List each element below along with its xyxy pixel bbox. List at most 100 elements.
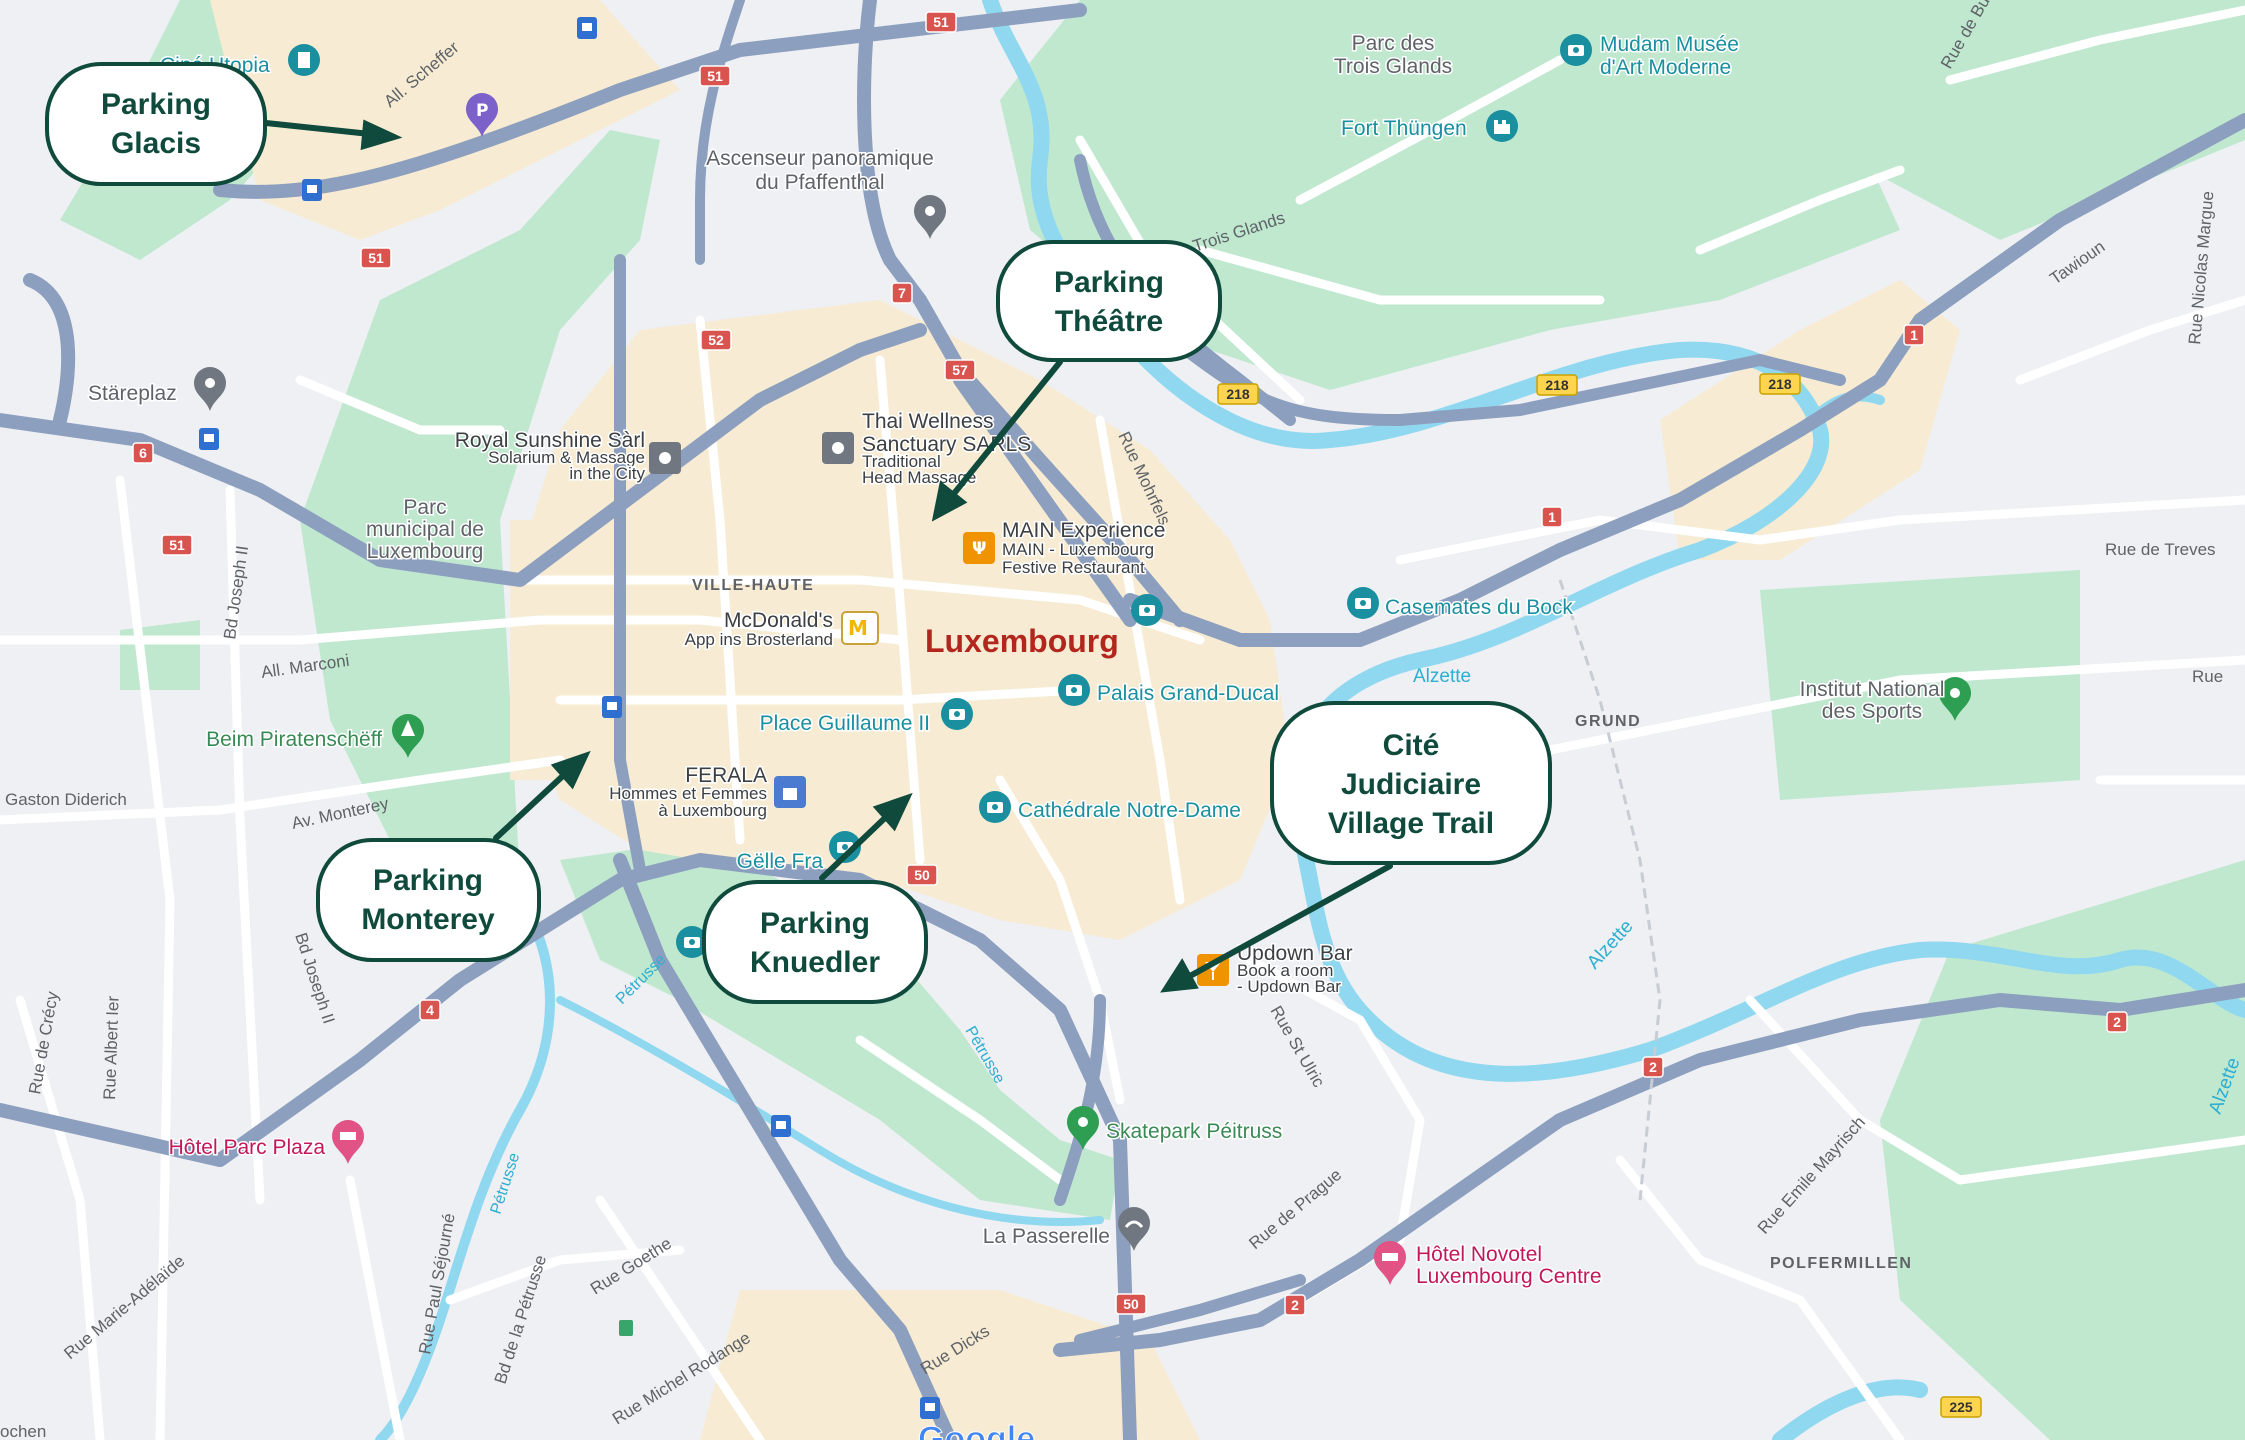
pin-icon[interactable] [194, 367, 226, 411]
camera-icon[interactable] [1560, 34, 1592, 66]
place-la-passerelle[interactable]: La Passerelle [981, 1224, 1111, 1250]
camera-icon[interactable] [1347, 587, 1379, 619]
place-label: Ascenseur panoramique [706, 147, 934, 170]
shopping-icon[interactable] [774, 776, 806, 808]
bus-stop-icon [619, 1320, 633, 1336]
place-label: municipal de [366, 518, 484, 541]
route-shield-label: 1 [1548, 509, 1556, 525]
pin-icon[interactable] [914, 195, 946, 239]
route-shield-label: 50 [1123, 1296, 1139, 1312]
route-shield-label: 51 [169, 537, 185, 553]
callout-cite-judiciaire[interactable]: Cité Judiciaire Village Trail [1270, 701, 1552, 865]
bus-stop-icon[interactable] [771, 1115, 791, 1137]
place-label: Mudam Musée [1600, 33, 1739, 56]
camera-icon[interactable] [941, 698, 973, 730]
route-shield-label: 2 [2113, 1014, 2121, 1030]
route-shield-225: 225 [1940, 1396, 1982, 1418]
callout-line: Judiciaire [1341, 768, 1481, 801]
callout-line: Cité [1383, 729, 1440, 762]
place-beim-piratenscheff[interactable]: Beim Piratenschëff [205, 727, 384, 753]
castle-icon[interactable] [1486, 110, 1518, 142]
route-shield-label: 218 [1226, 386, 1250, 402]
spa-icon[interactable] [822, 432, 854, 464]
callout-parking-knuedler[interactable]: Parking Knuedler [702, 880, 928, 1004]
place-label: Royal Sunshine Sàrl [455, 429, 645, 452]
place-place-guillaume[interactable]: Place Guillaume II [758, 711, 931, 737]
route-shield-label: 4 [426, 1002, 434, 1018]
route-shield-label: 50 [914, 867, 930, 883]
bus-stop-icon[interactable] [920, 1397, 940, 1419]
mcdonalds-logo-icon[interactable]: M [841, 611, 879, 645]
tree-icon[interactable] [392, 714, 424, 758]
callout-parking-theatre[interactable]: Parking Théâtre [996, 240, 1222, 362]
place-label: Hôtel Parc Plaza [169, 1136, 326, 1159]
callout-parking-monterey[interactable]: Parking Monterey [316, 838, 541, 962]
place-skatepark[interactable]: Skatepark Péitruss [1105, 1119, 1284, 1145]
pin-icon[interactable] [1939, 677, 1971, 721]
place-stareplaz[interactable]: Stäreplaz [87, 381, 179, 407]
place-fort-thungen[interactable]: Fort Thüngen [1340, 116, 1469, 142]
camera-icon[interactable] [1131, 594, 1163, 626]
place-cathedrale[interactable]: Cathédrale Notre-Dame [1017, 798, 1243, 824]
place-palais[interactable]: Palais Grand-Ducal [1096, 681, 1281, 707]
place-sublabel: Hommes et Femmes [609, 784, 767, 803]
route-shield-51: 51 [360, 247, 392, 269]
place-label: Fort Thüngen [1341, 117, 1467, 140]
camera-icon[interactable] [979, 791, 1011, 823]
city-label: Luxembourg [925, 623, 1119, 659]
route-shield-label: 218 [1545, 377, 1569, 393]
spa-icon[interactable] [649, 442, 681, 474]
place-casemates[interactable]: Casemates du Bock [1384, 595, 1575, 621]
place-label: Cathédrale Notre-Dame [1018, 799, 1241, 822]
bed-icon[interactable] [332, 1120, 364, 1164]
bus-stop-icon[interactable] [199, 428, 219, 450]
place-gelle-fra[interactable]: Gëlle Fra [735, 849, 825, 875]
film-icon[interactable] [288, 44, 320, 76]
bus-stop-icon[interactable] [302, 179, 322, 201]
bus-stop-icon[interactable] [577, 17, 597, 39]
callout-parking-glacis[interactable]: Parking Glacis [45, 62, 267, 186]
place-sublabel: - Updown Bar [1237, 977, 1341, 996]
bridge-icon[interactable] [1118, 1207, 1150, 1251]
route-shield-52: 52 [700, 329, 732, 351]
callout-line: Parking [373, 864, 483, 897]
place-label: Palais Grand-Ducal [1097, 682, 1279, 705]
place-hotel-parc-plaza[interactable]: Hôtel Parc Plaza [167, 1135, 327, 1161]
place-label: McDonald's [724, 609, 833, 632]
parking-icon[interactable]: P [466, 93, 498, 137]
camera-icon[interactable] [1058, 674, 1090, 706]
route-shield-218: 218 [1536, 374, 1578, 396]
restaurant-icon[interactable]: Ψ [963, 532, 995, 564]
place-label: Hôtel Novotel [1416, 1243, 1542, 1266]
route-shield-57: 57 [944, 359, 976, 381]
place-sublabel: Head Massage [862, 468, 976, 487]
place-label: Place Guillaume II [760, 712, 930, 735]
route-shield-1: 1 [1541, 506, 1563, 528]
bed-icon[interactable] [1374, 1241, 1406, 1285]
place-sublabel: Traditional [862, 452, 941, 471]
bus-stop-icon[interactable] [602, 696, 622, 718]
place-label: Casemates du Bock [1385, 596, 1573, 619]
place-label: Gëlle Fra [737, 850, 824, 873]
district-ville-haute: VILLE-HAUTE [692, 577, 814, 594]
svg-text:P: P [476, 101, 488, 121]
poi-icons: P Ψ M [194, 17, 1971, 1419]
route-shield-label: 51 [933, 14, 949, 30]
route-shield-label: 51 [368, 250, 384, 266]
callout-line: Monterey [361, 903, 495, 936]
pin-icon[interactable] [1067, 1106, 1099, 1150]
camera-icon[interactable] [676, 926, 708, 958]
